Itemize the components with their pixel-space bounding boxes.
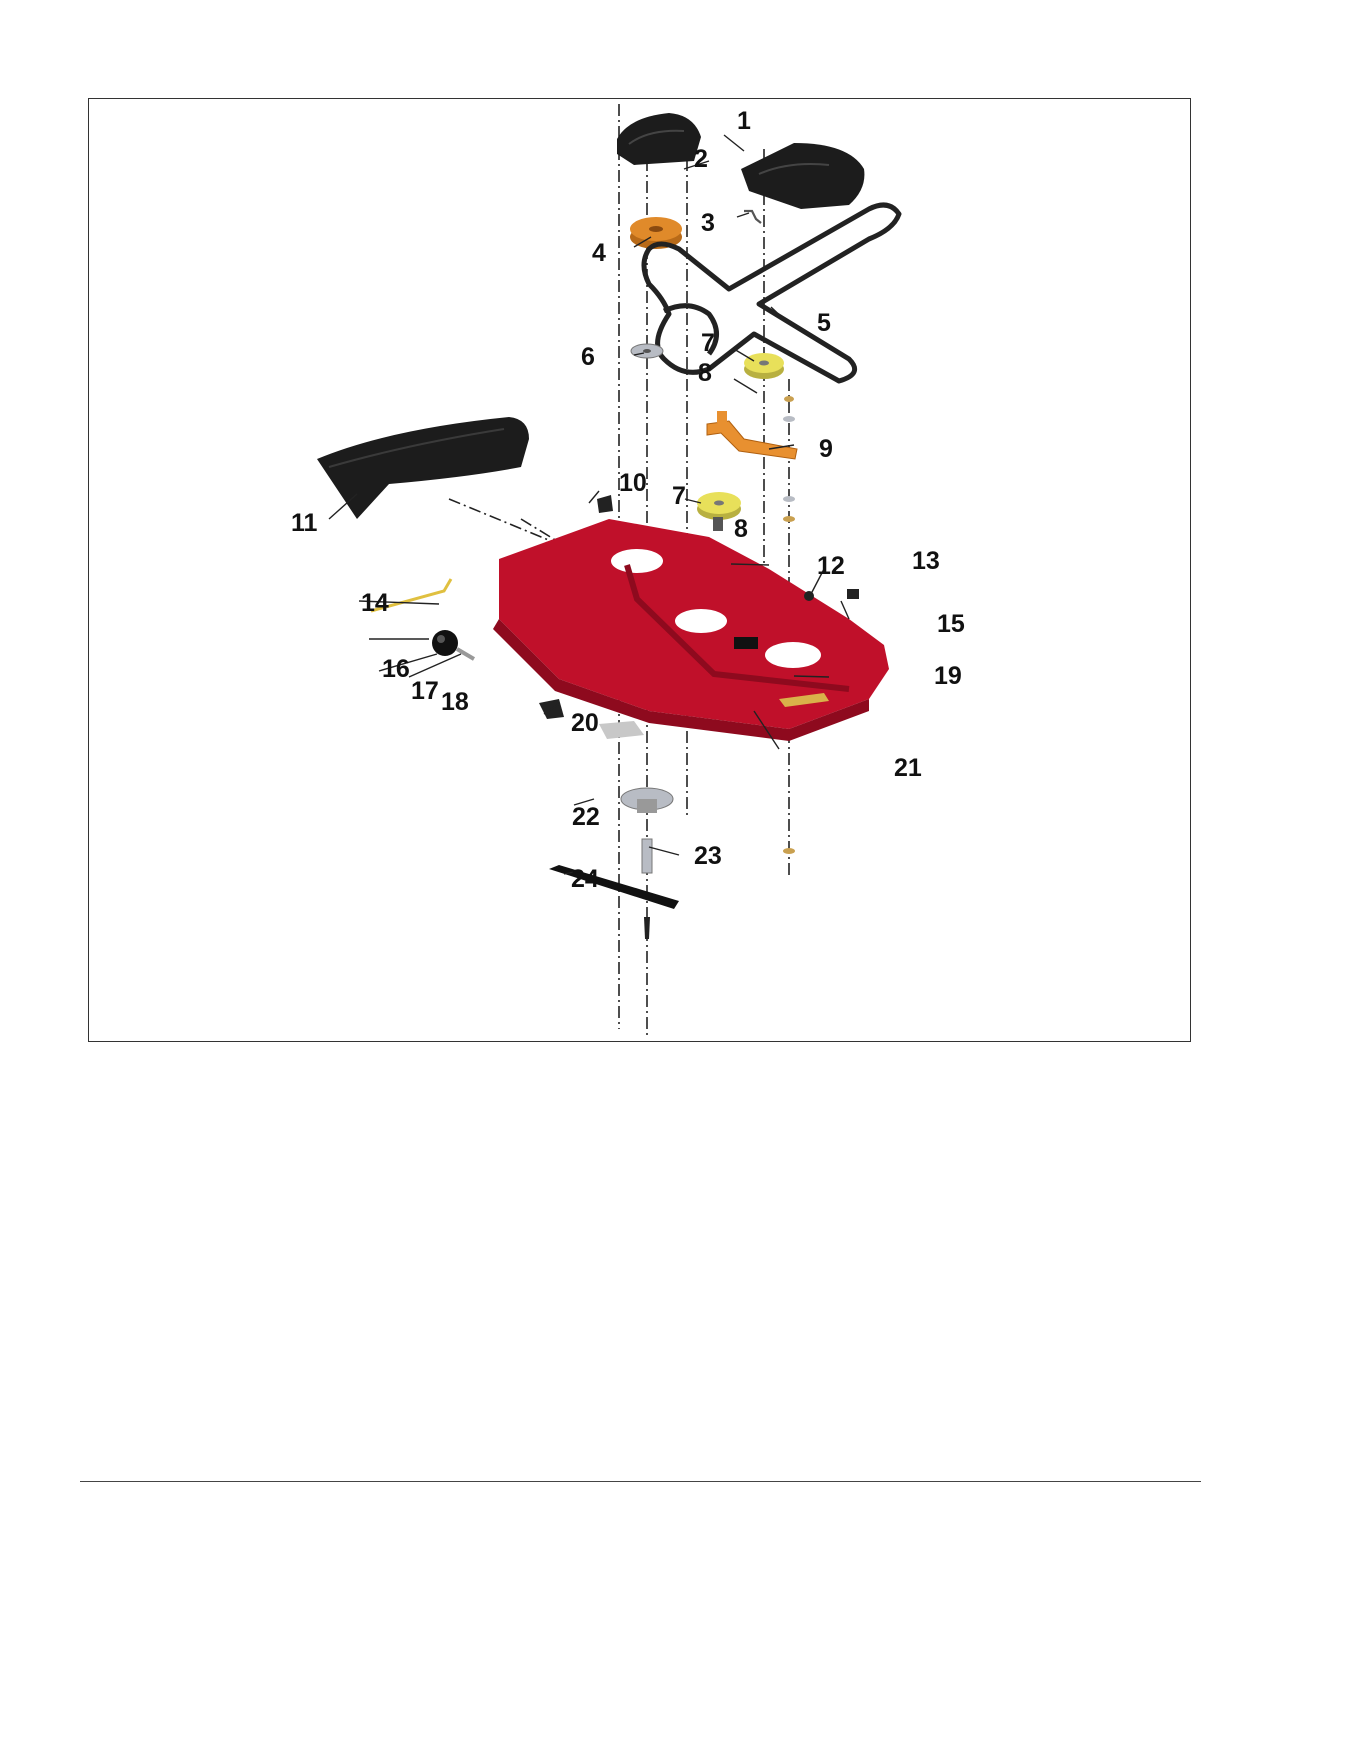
callout-7-upper: 7 bbox=[701, 329, 715, 357]
diagram-frame: 1 2 3 4 5 6 7 8 9 10 7 8 11 12 13 14 15 … bbox=[88, 98, 1191, 1042]
callout-2: 2 bbox=[694, 145, 708, 173]
spring-hook bbox=[744, 211, 761, 223]
callout-3: 3 bbox=[701, 209, 715, 237]
callout-22: 22 bbox=[572, 803, 600, 831]
belt-guide-bracket bbox=[597, 495, 613, 513]
callout-15: 15 bbox=[937, 610, 965, 638]
spindle-shaft bbox=[642, 839, 652, 873]
callout-8-upper: 8 bbox=[698, 359, 712, 387]
callout-11: 11 bbox=[291, 509, 318, 537]
callout-leader-lines bbox=[329, 135, 849, 874]
mower-blade bbox=[549, 865, 679, 909]
exploded-parts-diagram: 1 2 3 4 5 6 7 8 9 10 7 8 11 12 13 14 15 … bbox=[89, 99, 1192, 1043]
callout-4: 4 bbox=[592, 239, 606, 267]
right-belt-cover bbox=[741, 143, 864, 209]
callout-23: 23 bbox=[694, 842, 722, 870]
callout-5: 5 bbox=[817, 309, 831, 337]
callout-18: 18 bbox=[441, 688, 469, 716]
callout-1: 1 bbox=[737, 107, 751, 135]
footer-rule bbox=[80, 1481, 1201, 1482]
callout-20: 20 bbox=[571, 709, 599, 737]
callout-9: 9 bbox=[819, 435, 833, 463]
callout-labels: 1 2 3 4 5 6 7 8 9 10 7 8 11 12 13 14 15 … bbox=[291, 107, 965, 893]
skid-plate bbox=[599, 721, 644, 739]
callout-8-lower: 8 bbox=[734, 515, 748, 543]
callout-24: 24 bbox=[571, 865, 599, 893]
callout-13: 13 bbox=[912, 547, 940, 575]
discharge-chute bbox=[317, 417, 529, 519]
callout-10: 10 bbox=[619, 469, 647, 497]
left-belt-cover bbox=[617, 113, 701, 165]
callout-14: 14 bbox=[361, 589, 389, 617]
blade-bolt bbox=[644, 917, 650, 939]
anti-scalp-wheel bbox=[432, 630, 458, 656]
idler-spacer bbox=[713, 517, 723, 531]
callout-12: 12 bbox=[817, 552, 845, 580]
spindle-washer bbox=[631, 344, 663, 358]
upper-idler-pulley bbox=[744, 353, 784, 379]
callout-21: 21 bbox=[894, 754, 922, 782]
callout-19: 19 bbox=[934, 662, 962, 690]
callout-6: 6 bbox=[581, 343, 595, 371]
callout-17: 17 bbox=[411, 677, 439, 705]
spindle-housing bbox=[621, 788, 673, 813]
callout-16: 16 bbox=[382, 655, 410, 683]
callout-7-lower: 7 bbox=[672, 482, 686, 510]
